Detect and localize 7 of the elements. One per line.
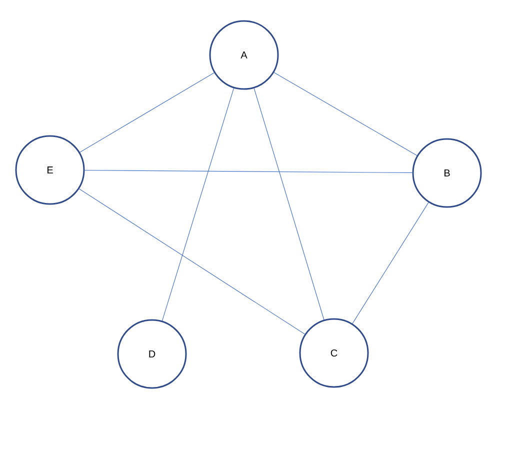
edge-line: [274, 72, 418, 156]
edge-line: [162, 88, 234, 322]
edge-line: [84, 170, 413, 174]
edge-line: [78, 188, 306, 334]
edge-line: [352, 202, 429, 324]
edge-line: [254, 88, 324, 320]
edge-line: [80, 72, 214, 153]
